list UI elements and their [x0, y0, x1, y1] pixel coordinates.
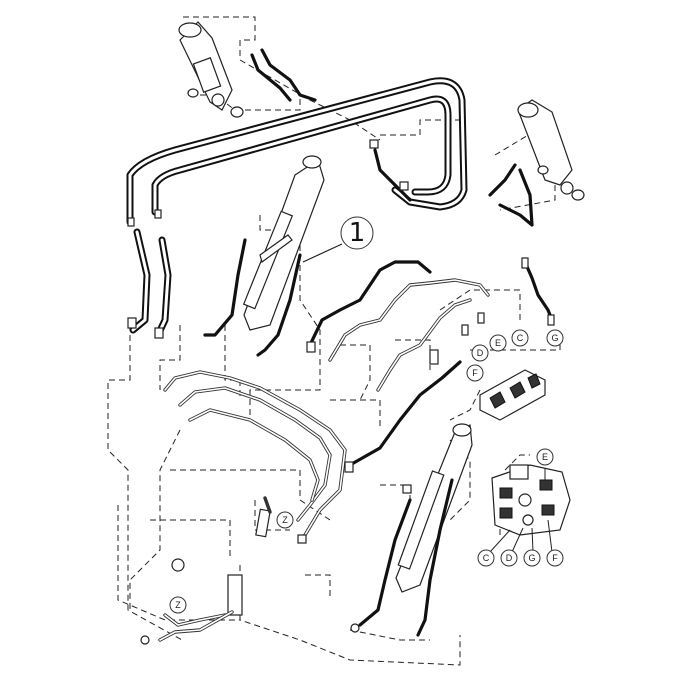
left-vertical-hoses	[129, 228, 172, 339]
lower-left-fittings	[140, 496, 360, 645]
bottom-cylinder-hoses	[358, 478, 454, 637]
svg-text:F: F	[552, 553, 558, 563]
callout-f-detail: F	[546, 549, 564, 567]
svg-text:C: C	[517, 333, 524, 343]
svg-text:D: D	[506, 553, 513, 563]
tilt-cylinder-bottom	[395, 423, 473, 593]
svg-text:E: E	[542, 452, 548, 462]
callout-z-upper: Z	[276, 511, 294, 529]
svg-text:Z: Z	[175, 600, 181, 610]
middle-cylinder-hoses	[203, 238, 302, 357]
fittings	[127, 139, 555, 544]
lift-cylinder-left	[178, 21, 244, 118]
callout-c: C	[511, 329, 529, 347]
valve-hoses	[308, 260, 554, 467]
callout-d-detail: D	[500, 549, 518, 567]
tilt-cylinder-middle	[242, 155, 325, 331]
loop-hose	[126, 77, 468, 226]
control-valve	[429, 349, 546, 421]
svg-text:D: D	[477, 348, 484, 358]
svg-text:F: F	[472, 368, 478, 378]
lower-tube-bundle	[163, 370, 347, 537]
callout-c-detail: C	[477, 549, 495, 567]
svg-text:Z: Z	[282, 515, 288, 525]
valve-detail	[489, 464, 571, 553]
lift-cylinder-right	[517, 99, 585, 201]
callout-1: 1	[302, 216, 374, 263]
callout-d: D	[471, 344, 489, 362]
callout-g-detail: G	[523, 549, 541, 567]
callout-number: 1	[349, 218, 366, 248]
callout-g: G	[546, 329, 564, 347]
callout-e: E	[489, 334, 507, 352]
callout-e-detail: E	[536, 448, 554, 466]
svg-text:G: G	[551, 333, 558, 343]
svg-text:C: C	[483, 553, 490, 563]
callout-z-lower: Z	[169, 596, 187, 614]
svg-text:G: G	[528, 553, 535, 563]
upper-hoses	[250, 48, 534, 227]
letter-callouts: D E C G F Z Z E	[169, 329, 564, 614]
svg-text:E: E	[495, 338, 501, 348]
callout-f: F	[466, 364, 484, 382]
